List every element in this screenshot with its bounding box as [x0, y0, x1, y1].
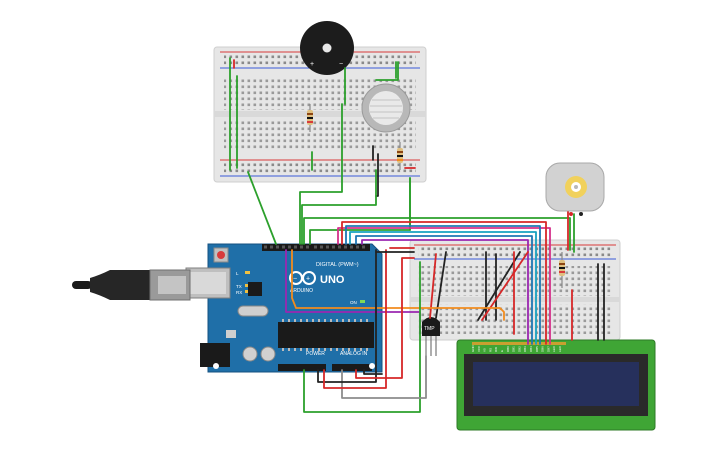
- lcd-pin-label: DB5: [535, 346, 539, 352]
- wire-green-power-gnd[interactable]: [303, 261, 421, 413]
- wire-gray-analog[interactable]: [341, 355, 427, 399]
- temperature-sensor[interactable]: TMP: [422, 317, 440, 356]
- arduino-model-label: UNO: [320, 274, 345, 286]
- right-breadboard[interactable]: [409, 239, 621, 341]
- power-label: POWER: [306, 351, 325, 357]
- analog-label: ANALOG IN: [340, 351, 368, 357]
- lcd-pin-label: DB4: [529, 346, 533, 352]
- lcd-pin-label: V0: [483, 348, 487, 352]
- tx-label: TX: [236, 284, 242, 289]
- arduino-logo: − +: [289, 271, 316, 285]
- lcd-pin-label: RS: [488, 348, 492, 352]
- power-header: [278, 364, 326, 371]
- arduino-uno-board[interactable]: DIGITAL (PWM~) − + UNO ARDUINO TX RX L: [185, 243, 383, 373]
- piezo-buzzer[interactable]: + −: [300, 21, 354, 75]
- resistor-top-right[interactable]: [397, 142, 403, 170]
- svg-text:+: +: [306, 276, 310, 283]
- dc-power-jack[interactable]: [200, 343, 230, 367]
- wire-black-power[interactable]: [317, 249, 377, 383]
- lcd-pin-label: DB6: [541, 346, 545, 352]
- lcd-pin-label: LED: [558, 345, 562, 352]
- lcd-pin-label: VCC: [477, 345, 481, 352]
- wire-green-top-to-bottom[interactable]: [309, 177, 411, 245]
- resistor-top-left[interactable]: [307, 104, 313, 132]
- wire-blue-lcd-b[interactable]: [355, 235, 533, 345]
- wire-black-analog[interactable]: [363, 369, 383, 375]
- dc-motor[interactable]: [545, 162, 605, 216]
- wire-red-analog[interactable]: [355, 257, 415, 379]
- lcd-pin-label: GND: [471, 345, 475, 353]
- resistor-right-board[interactable]: [559, 252, 565, 288]
- wire-orange-signal[interactable]: [291, 249, 505, 321]
- wire-magenta-lcd-b[interactable]: [361, 239, 529, 345]
- wire-red-power[interactable]: [323, 249, 387, 389]
- wire-green-buzzer-to-arduino[interactable]: [299, 103, 343, 245]
- wire-green-gas-to-arduino[interactable]: [301, 169, 377, 245]
- wire-magenta-lcd[interactable]: [337, 227, 551, 345]
- lcd-pin-label: DB3: [523, 346, 527, 352]
- rx-label: RX: [236, 290, 242, 295]
- lcd-pin-label: DB0: [506, 346, 510, 352]
- wire-black-right-1[interactable]: [435, 251, 447, 319]
- wire-green-gnd-to-arduino[interactable]: [247, 171, 277, 245]
- lcd-pin-label: DB2: [517, 346, 521, 352]
- l-label: L: [236, 271, 239, 276]
- atmega-chip: [278, 322, 374, 348]
- on-label: ON: [350, 300, 357, 305]
- usb-cable[interactable]: [72, 269, 191, 301]
- wire-green-top-right[interactable]: [375, 61, 399, 81]
- analog-header: [332, 364, 372, 371]
- gas-sensor[interactable]: [361, 83, 411, 133]
- temp-sensor-label: TMP: [424, 326, 435, 332]
- wire-green-long-to-right[interactable]: [303, 217, 571, 251]
- lcd-pin-label: LED: [552, 345, 556, 352]
- lcd-pin-header: [472, 342, 566, 345]
- lcd-pin-label: DB7: [546, 346, 550, 352]
- wire-cyan-lcd[interactable]: [349, 231, 537, 345]
- svg-text:−: −: [293, 276, 297, 283]
- top-breadboard[interactable]: [213, 46, 427, 183]
- digital-label: DIGITAL (PWM~): [316, 262, 359, 268]
- buzzer-plus-label: +: [310, 61, 314, 68]
- wire-blue-lcd-a[interactable]: [345, 225, 541, 345]
- arduino-brand-label: ARDUINO: [290, 288, 313, 294]
- lcd-pin-label: RW: [494, 347, 498, 352]
- lcd-pin-label: DB1: [512, 346, 516, 352]
- buzzer-minus-label: −: [339, 61, 343, 68]
- lcd-pin-label: E: [500, 350, 504, 352]
- wire-red-lcd-a[interactable]: [341, 221, 547, 345]
